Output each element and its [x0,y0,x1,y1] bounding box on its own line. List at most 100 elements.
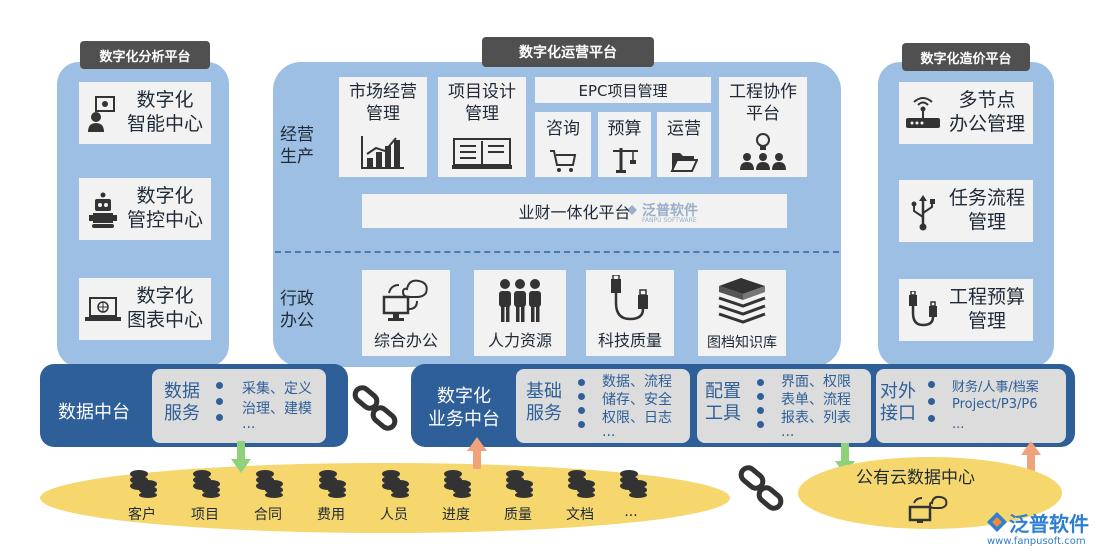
card-office[interactable]: 综合办公 [362,270,450,356]
books-icon [714,274,770,326]
base-service-line-1: 数据、流程 [602,374,672,390]
section-label-admin: 行政 办公 [280,289,314,331]
data-item-label: 人员 [380,507,408,523]
logo-mark-icon [987,512,1007,532]
left-item-control[interactable]: 数字化 管控中心 [79,178,211,240]
book-icon [452,135,512,171]
data-service-line-3: ... [242,416,256,432]
section-label-operations: 经营 生产 [280,125,314,167]
watermark-subtext: FANPU SOFTWARE [642,217,697,224]
left-item-chart-label: 数字化 图表中心 [126,285,203,331]
section-divider [275,251,839,253]
data-item[interactable]: 客户 [112,466,172,526]
card-archive[interactable]: 图档知识库 [698,270,786,356]
config-tool-dots [757,379,764,437]
data-service-label: 数据 服务 [164,381,200,424]
config-tool-label: 配置 工具 [705,381,741,424]
folder-icon [669,148,699,174]
base-service-panel[interactable]: 基础 服务 数据、流程 储存、安全 权限、日志 ... [516,369,690,443]
cloud-data-center-label: 公有云数据中心 [856,468,975,488]
base-service-line-2: 储存、安全 [602,392,672,408]
usb-symbol-icon [903,192,943,232]
epc-item-budget-label: 预算 [607,119,642,139]
external-interface-panel[interactable]: 对外 接口 财务/人事/档案 Project/P3/P6 ... [876,369,1066,443]
intelligent-person-icon [85,94,121,134]
card-quality[interactable]: 科技质量 [586,270,674,356]
card-quality-label: 科技质量 [597,331,662,350]
epc-title[interactable]: EPC项目管理 [535,77,711,103]
coins-icon [506,470,533,498]
data-item[interactable]: ... [606,466,656,526]
data-item-label: ... [624,504,638,520]
coins-icon [256,470,283,498]
business-center-title: 数字化 业务中台 [428,386,500,430]
card-archive-label: 图档知识库 [707,335,777,351]
left-item-chart[interactable]: 数字化 图表中心 [79,278,211,340]
company-logo: 泛普软件 www.fanpusoft.com [985,508,1105,552]
data-item[interactable]: 合同 [238,466,298,526]
config-tool-panel[interactable]: 配置 工具 界面、权限 表单、流程 报表、列表 ... [697,369,871,443]
card-hr-label: 人力资源 [487,331,552,350]
data-item[interactable]: 质量 [488,466,548,526]
card-collab[interactable]: 工程协作 平台 [719,77,807,177]
epc-item-operation[interactable]: 运营 [657,112,711,177]
data-item-label: 客户 [128,507,156,523]
data-item[interactable]: 项目 [175,466,235,526]
robot-icon [85,190,121,230]
data-item-label: 合同 [254,507,282,523]
arrow-up-icon [467,437,487,469]
chain-link-icon [736,465,788,513]
coins-icon [319,470,346,498]
cart-icon [548,148,578,174]
logo-url: www.fanpusoft.com [987,536,1086,547]
coins-icon [444,470,471,498]
card-design[interactable]: 项目设计 管理 [438,77,526,177]
right-item-multinode[interactable]: 多节点 办公管理 [899,82,1033,144]
card-hr[interactable]: 人力资源 [474,270,566,356]
right-item-workflow-label: 任务流程 管理 [948,187,1025,233]
base-service-label: 基础 服务 [526,381,562,424]
epc-item-consult[interactable]: 咨询 [535,112,591,177]
data-item-label: 项目 [191,507,219,523]
external-interface-line-2: Project/P3/P6 [952,397,1038,412]
epc-item-budget[interactable]: 预算 [598,112,651,177]
data-item[interactable]: 费用 [301,466,361,526]
cable-icon [903,289,943,333]
config-tool-line-4: ... [781,424,795,440]
router-icon [903,94,943,134]
card-collab-label: 工程协作 平台 [729,82,797,124]
card-office-label: 综合办公 [373,331,438,350]
left-item-control-label: 数字化 管控中心 [126,185,203,231]
coins-icon [620,470,647,498]
arrow-up-right-icon [1021,441,1041,471]
right-item-workflow[interactable]: 任务流程 管理 [899,180,1033,242]
chain-link-icon [350,385,402,433]
logo-name: 泛普软件 [1009,512,1089,536]
data-service-dots [216,382,223,430]
epc-item-operation-label: 运营 [667,119,701,139]
left-item-intelligent[interactable]: 数字化 智能中心 [79,82,211,144]
usb-cable-icon [604,274,656,326]
base-service-line-4: ... [602,424,616,440]
config-tool-line-2: 表单、流程 [781,392,851,408]
data-item[interactable]: 人员 [364,466,424,526]
laptop-globe-icon [83,292,123,328]
data-center-title: 数据中台 [58,402,130,423]
data-service-line-1: 采集、定义 [242,381,312,397]
data-item-label: 进度 [442,507,470,523]
base-service-line-3: 权限、日志 [602,410,672,426]
left-platform-title: 数字化分析平台 [80,41,210,69]
cloud-data-center[interactable]: 公有云数据中心 [798,457,1062,529]
center-platform-title: 数字化运营平台 [482,37,654,67]
epc-item-consult-label: 咨询 [546,119,580,139]
data-item[interactable]: 进度 [426,466,486,526]
data-service-panel[interactable]: 数据 服务 采集、定义 治理、建模 ... [152,369,326,443]
team-bulb-icon [737,131,789,173]
data-item[interactable]: 文档 [550,466,610,526]
external-interface-line-1: 财务/人事/档案 [952,380,1039,395]
finance-platform-bar[interactable]: 业财一体化平台 [362,194,787,228]
external-interface-line-3: ... [952,417,965,432]
right-item-budget[interactable]: 工程预算 管理 [899,279,1033,341]
data-items-row: 客户 项目 合同 费用 人员 进度 [112,466,652,528]
card-market[interactable]: 市场经营 管理 [339,77,427,177]
